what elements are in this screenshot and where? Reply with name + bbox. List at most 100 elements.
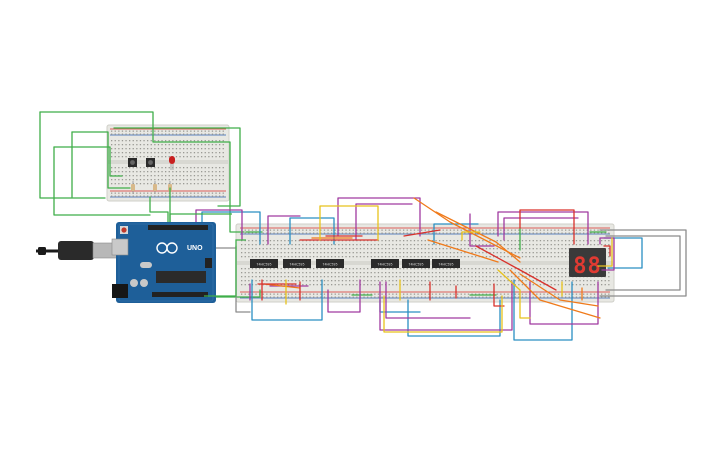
breadboard-hole xyxy=(244,268,246,270)
breadboard-hole xyxy=(593,284,596,286)
breadboard-hole xyxy=(547,229,549,231)
breadboard-hole xyxy=(539,252,542,254)
breadboard-hole xyxy=(352,284,354,286)
breadboard-hole xyxy=(363,248,365,250)
breadboard-hole xyxy=(525,268,527,270)
breadboard-hole xyxy=(143,183,145,185)
breadboard-hole xyxy=(489,268,491,270)
breadboard-hole xyxy=(435,252,437,254)
breadboard-hole xyxy=(489,293,491,295)
wire-green xyxy=(39,111,245,233)
arduino-uno-board[interactable]: UNO xyxy=(111,222,216,303)
breadboard-hole xyxy=(521,268,524,270)
breadboard-hole xyxy=(359,248,362,250)
breadboard-hole xyxy=(374,296,376,298)
breadboard-hole xyxy=(338,244,340,246)
breadboard-hole xyxy=(111,140,113,142)
breadboard-hole xyxy=(139,195,142,197)
breadboard-hole xyxy=(147,192,149,194)
resistor-2[interactable] xyxy=(153,181,157,194)
breadboard-hole xyxy=(457,276,459,278)
breadboard-hole xyxy=(471,240,473,242)
breadboard-hole xyxy=(539,240,542,242)
breadboard-hole xyxy=(442,296,444,298)
breadboard-hole xyxy=(496,229,498,231)
breadboard-hole xyxy=(352,268,354,270)
wires xyxy=(39,111,687,341)
breadboard-hole xyxy=(547,244,549,246)
shift-register-5[interactable]: 74HC595 xyxy=(402,259,430,268)
breadboard-hole xyxy=(309,284,311,286)
pushbutton-2[interactable] xyxy=(146,158,155,167)
breadboard-hole xyxy=(305,248,308,250)
breadboard-hole xyxy=(179,156,181,158)
breadboard-hole xyxy=(320,244,322,246)
breadboard-hole xyxy=(482,229,484,231)
breadboard-hole xyxy=(251,244,254,246)
breadboard-hole xyxy=(561,268,563,270)
breadboard-hole xyxy=(442,293,444,295)
wire-purple xyxy=(337,197,421,237)
breadboard-hole xyxy=(590,244,592,246)
breadboard-hole xyxy=(125,144,127,146)
breadboard-hole xyxy=(471,252,473,254)
breadboard-hole xyxy=(168,195,170,197)
breadboard-hole xyxy=(590,284,592,286)
breadboard-hole xyxy=(503,244,506,246)
pushbutton-1[interactable] xyxy=(128,158,137,167)
breadboard-hole xyxy=(442,252,444,254)
breadboard-hole xyxy=(514,272,516,274)
breadboard-hole xyxy=(248,244,250,246)
breadboard-hole xyxy=(111,179,113,181)
breadboard-hole xyxy=(262,296,264,298)
breadboard-hole xyxy=(139,130,142,132)
shift-register-4[interactable]: 74HC595 xyxy=(371,259,399,268)
shift-register-6[interactable]: 74HC595 xyxy=(432,259,460,268)
red-led[interactable] xyxy=(169,156,175,170)
reset-button[interactable] xyxy=(120,226,128,234)
breadboard-hole xyxy=(273,296,275,298)
breadboard-hole xyxy=(259,272,261,274)
breadboard-hole xyxy=(262,248,264,250)
resistor-1[interactable] xyxy=(131,181,135,194)
breadboard-hole xyxy=(370,284,372,286)
breadboard-hole xyxy=(550,256,552,258)
breadboard-hole xyxy=(143,148,145,150)
breadboard-hole xyxy=(554,293,556,295)
breadboard-hole xyxy=(525,248,527,250)
breadboard-hole xyxy=(136,179,138,181)
breadboard-hole xyxy=(413,252,416,254)
breadboard-hole xyxy=(118,183,120,185)
usb-cable[interactable] xyxy=(36,241,118,260)
breadboard-hole xyxy=(453,293,455,295)
breadboard-hole xyxy=(608,293,610,295)
breadboard-hole xyxy=(161,133,163,135)
breadboard-hole xyxy=(266,232,268,234)
shift-register-1[interactable]: 74HC595 xyxy=(250,259,278,268)
breadboard-hole xyxy=(381,248,383,250)
breadboard-hole xyxy=(136,152,138,154)
breadboard-hole xyxy=(291,293,293,295)
seven-segment-display[interactable]: 88 xyxy=(569,248,606,279)
breadboard-hole xyxy=(565,284,567,286)
breadboard-hole xyxy=(190,144,192,146)
shift-register-3[interactable]: 74HC595 xyxy=(316,259,344,268)
breadboard-hole xyxy=(442,229,444,231)
shift-register-2[interactable]: 74HC595 xyxy=(283,259,311,268)
breadboard-hole xyxy=(125,156,127,158)
breadboard-hole xyxy=(381,280,383,282)
breadboard-hole xyxy=(129,195,131,197)
breadboard-hole xyxy=(345,248,347,250)
breadboard-hole xyxy=(129,148,131,150)
breadboard-hole xyxy=(129,130,131,132)
upper-breadboard[interactable] xyxy=(106,124,230,202)
breadboard-hole xyxy=(586,293,588,295)
breadboard-hole xyxy=(568,248,570,250)
wire-red xyxy=(519,209,575,245)
breadboard-hole xyxy=(273,276,275,278)
breadboard-hole xyxy=(608,272,610,274)
breadboard-hole xyxy=(298,276,300,278)
breadboard-hole xyxy=(190,140,192,142)
breadboard-hole xyxy=(410,280,412,282)
breadboard-hole xyxy=(219,144,221,146)
